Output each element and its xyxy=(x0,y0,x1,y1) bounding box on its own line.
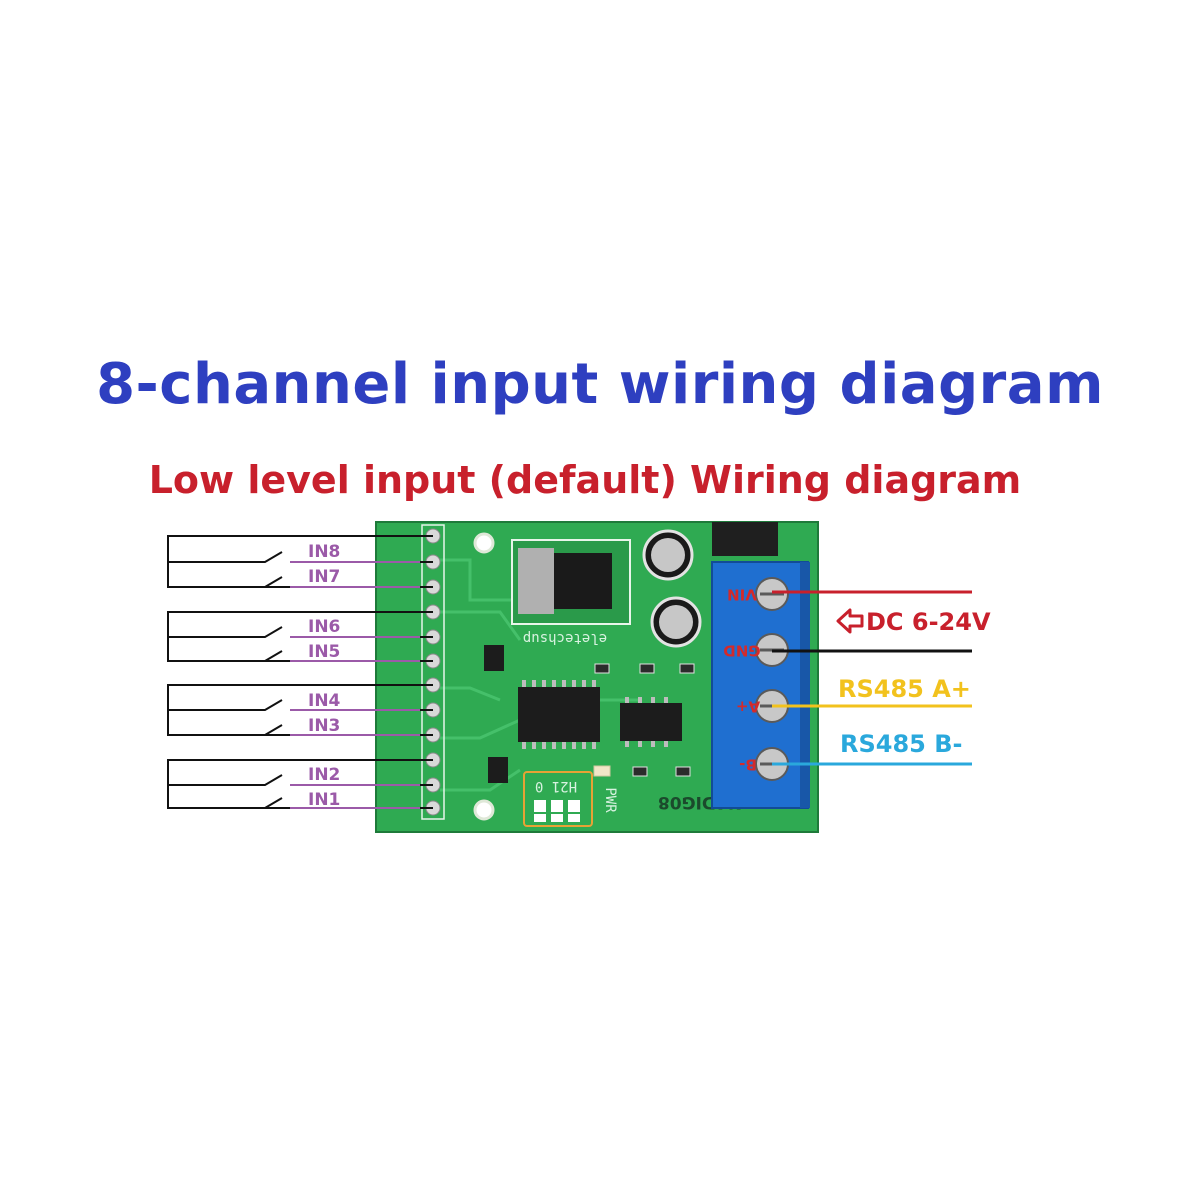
dc-voltage-label: DC 6-24V xyxy=(866,608,991,636)
in1-label: IN1 xyxy=(308,790,340,810)
power-wires xyxy=(772,590,972,653)
pwr-silk: PWR xyxy=(602,787,618,813)
in8-label: IN8 xyxy=(308,542,340,562)
address-jumper xyxy=(523,771,593,827)
rs485-b-label: RS485 B- xyxy=(840,730,962,758)
in2-label: IN2 xyxy=(308,765,340,785)
in7-label: IN7 xyxy=(308,567,340,587)
rs485-a-label: RS485 A+ xyxy=(838,675,971,703)
resistor-array xyxy=(484,645,508,783)
dc-arrow-icon xyxy=(836,608,864,634)
in6-label: IN6 xyxy=(308,617,340,637)
gnd-terminal-label: GND xyxy=(723,642,760,660)
jumper-silk: H21 0 xyxy=(535,778,577,794)
input-header xyxy=(421,524,445,820)
terminal-block xyxy=(711,522,810,809)
voltage-regulator xyxy=(511,539,631,625)
b-terminal-label: B- xyxy=(739,756,757,774)
input-label-leaders xyxy=(290,561,420,809)
in4-label: IN4 xyxy=(308,691,341,711)
vin-terminal-label: VIN xyxy=(727,586,757,604)
rs485-chip xyxy=(620,697,682,747)
rs485-wires xyxy=(772,704,972,766)
power-led xyxy=(593,765,611,777)
capacitor xyxy=(650,596,702,648)
smd-components xyxy=(594,663,695,777)
input-switches xyxy=(168,576,283,809)
page-title: 8-channel input wiring diagram xyxy=(96,352,1104,417)
a-terminal-label: A+ xyxy=(736,698,760,716)
in5-label: IN5 xyxy=(308,642,340,662)
in3-label: IN3 xyxy=(308,716,340,736)
brand-silk: eletechsup xyxy=(523,630,607,646)
capacitor xyxy=(642,529,694,581)
main-chip xyxy=(518,680,600,749)
page-subtitle: Low level input (default) Wiring diagram xyxy=(148,458,1022,502)
